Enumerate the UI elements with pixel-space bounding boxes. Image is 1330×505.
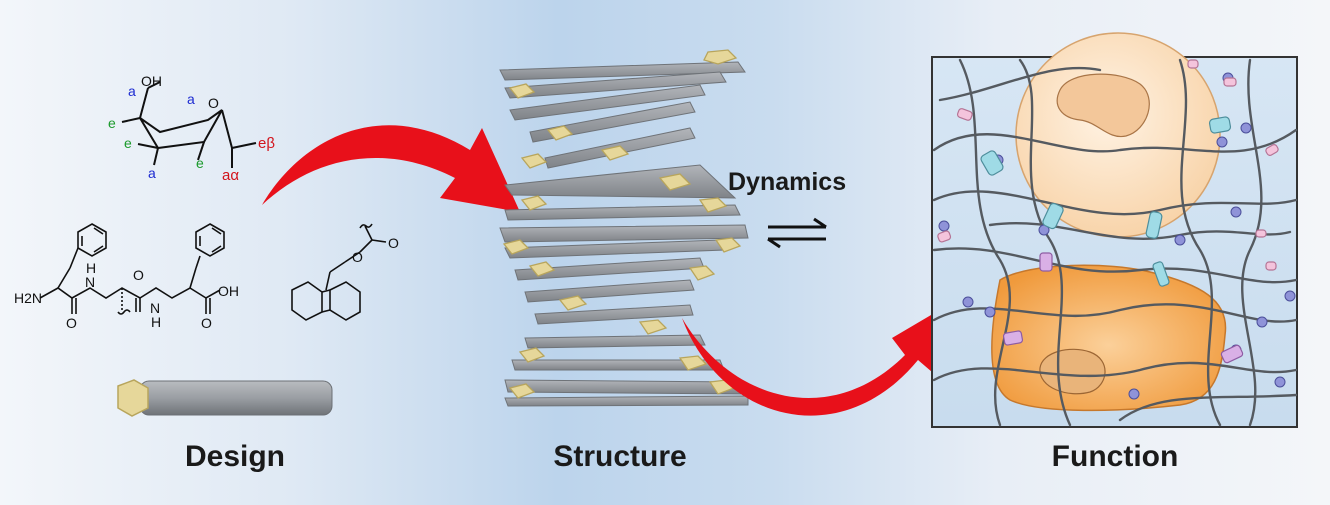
peptide-label-o1: O <box>66 315 77 331</box>
arrow-design-to-structure <box>262 125 520 212</box>
cell-bottom-nucleus <box>1039 348 1106 395</box>
cell-top-nucleus <box>1056 73 1150 138</box>
caption-design: Design <box>184 440 286 473</box>
peptide-label-n1: N <box>85 274 95 290</box>
sugar-label-e2: e <box>124 135 132 151</box>
peptide-label-h2: H <box>151 314 161 330</box>
helical-fiber-stack <box>499 49 749 407</box>
peptide-structure: H2N N H N H O O O OH <box>14 223 239 331</box>
molecule-rod-model <box>117 379 333 417</box>
peptide-label-h1: H <box>86 260 96 276</box>
fmoc-structure: O O <box>291 223 399 321</box>
sugar-label-ring-o: O <box>208 95 219 111</box>
sugar-label-a3: a <box>148 165 156 181</box>
sugar-structure: OH O a a a e e e eβ aα <box>108 73 275 184</box>
sugar-label-a1: a <box>128 83 136 99</box>
peptide-label-o2: O <box>133 267 144 283</box>
fmoc-label-o1: O <box>352 249 363 265</box>
function-panel <box>931 32 1298 428</box>
caption-function: Function <box>1051 440 1179 473</box>
sugar-label-e3: e <box>196 155 204 171</box>
sugar-label-a2: a <box>187 91 195 107</box>
sugar-label-e1: e <box>108 115 116 131</box>
sugar-label-oh: OH <box>141 73 162 89</box>
sugar-label-ebeta: eβ <box>258 135 275 152</box>
peptide-label-n2: N <box>150 300 160 316</box>
arrow-structure-to-function <box>682 305 948 416</box>
caption-structure: Structure <box>553 440 687 473</box>
equilibrium-arrows-icon <box>767 217 827 249</box>
peptide-label-oh: OH <box>218 283 239 299</box>
cell-bottom <box>991 264 1227 412</box>
sugar-label-aalpha: aα <box>222 167 239 184</box>
peptide-label-h2n: H2N <box>14 290 42 306</box>
peptide-label-o3: O <box>201 315 212 331</box>
fmoc-label-o2: O <box>388 235 399 251</box>
dynamics-label: Dynamics <box>728 168 847 196</box>
